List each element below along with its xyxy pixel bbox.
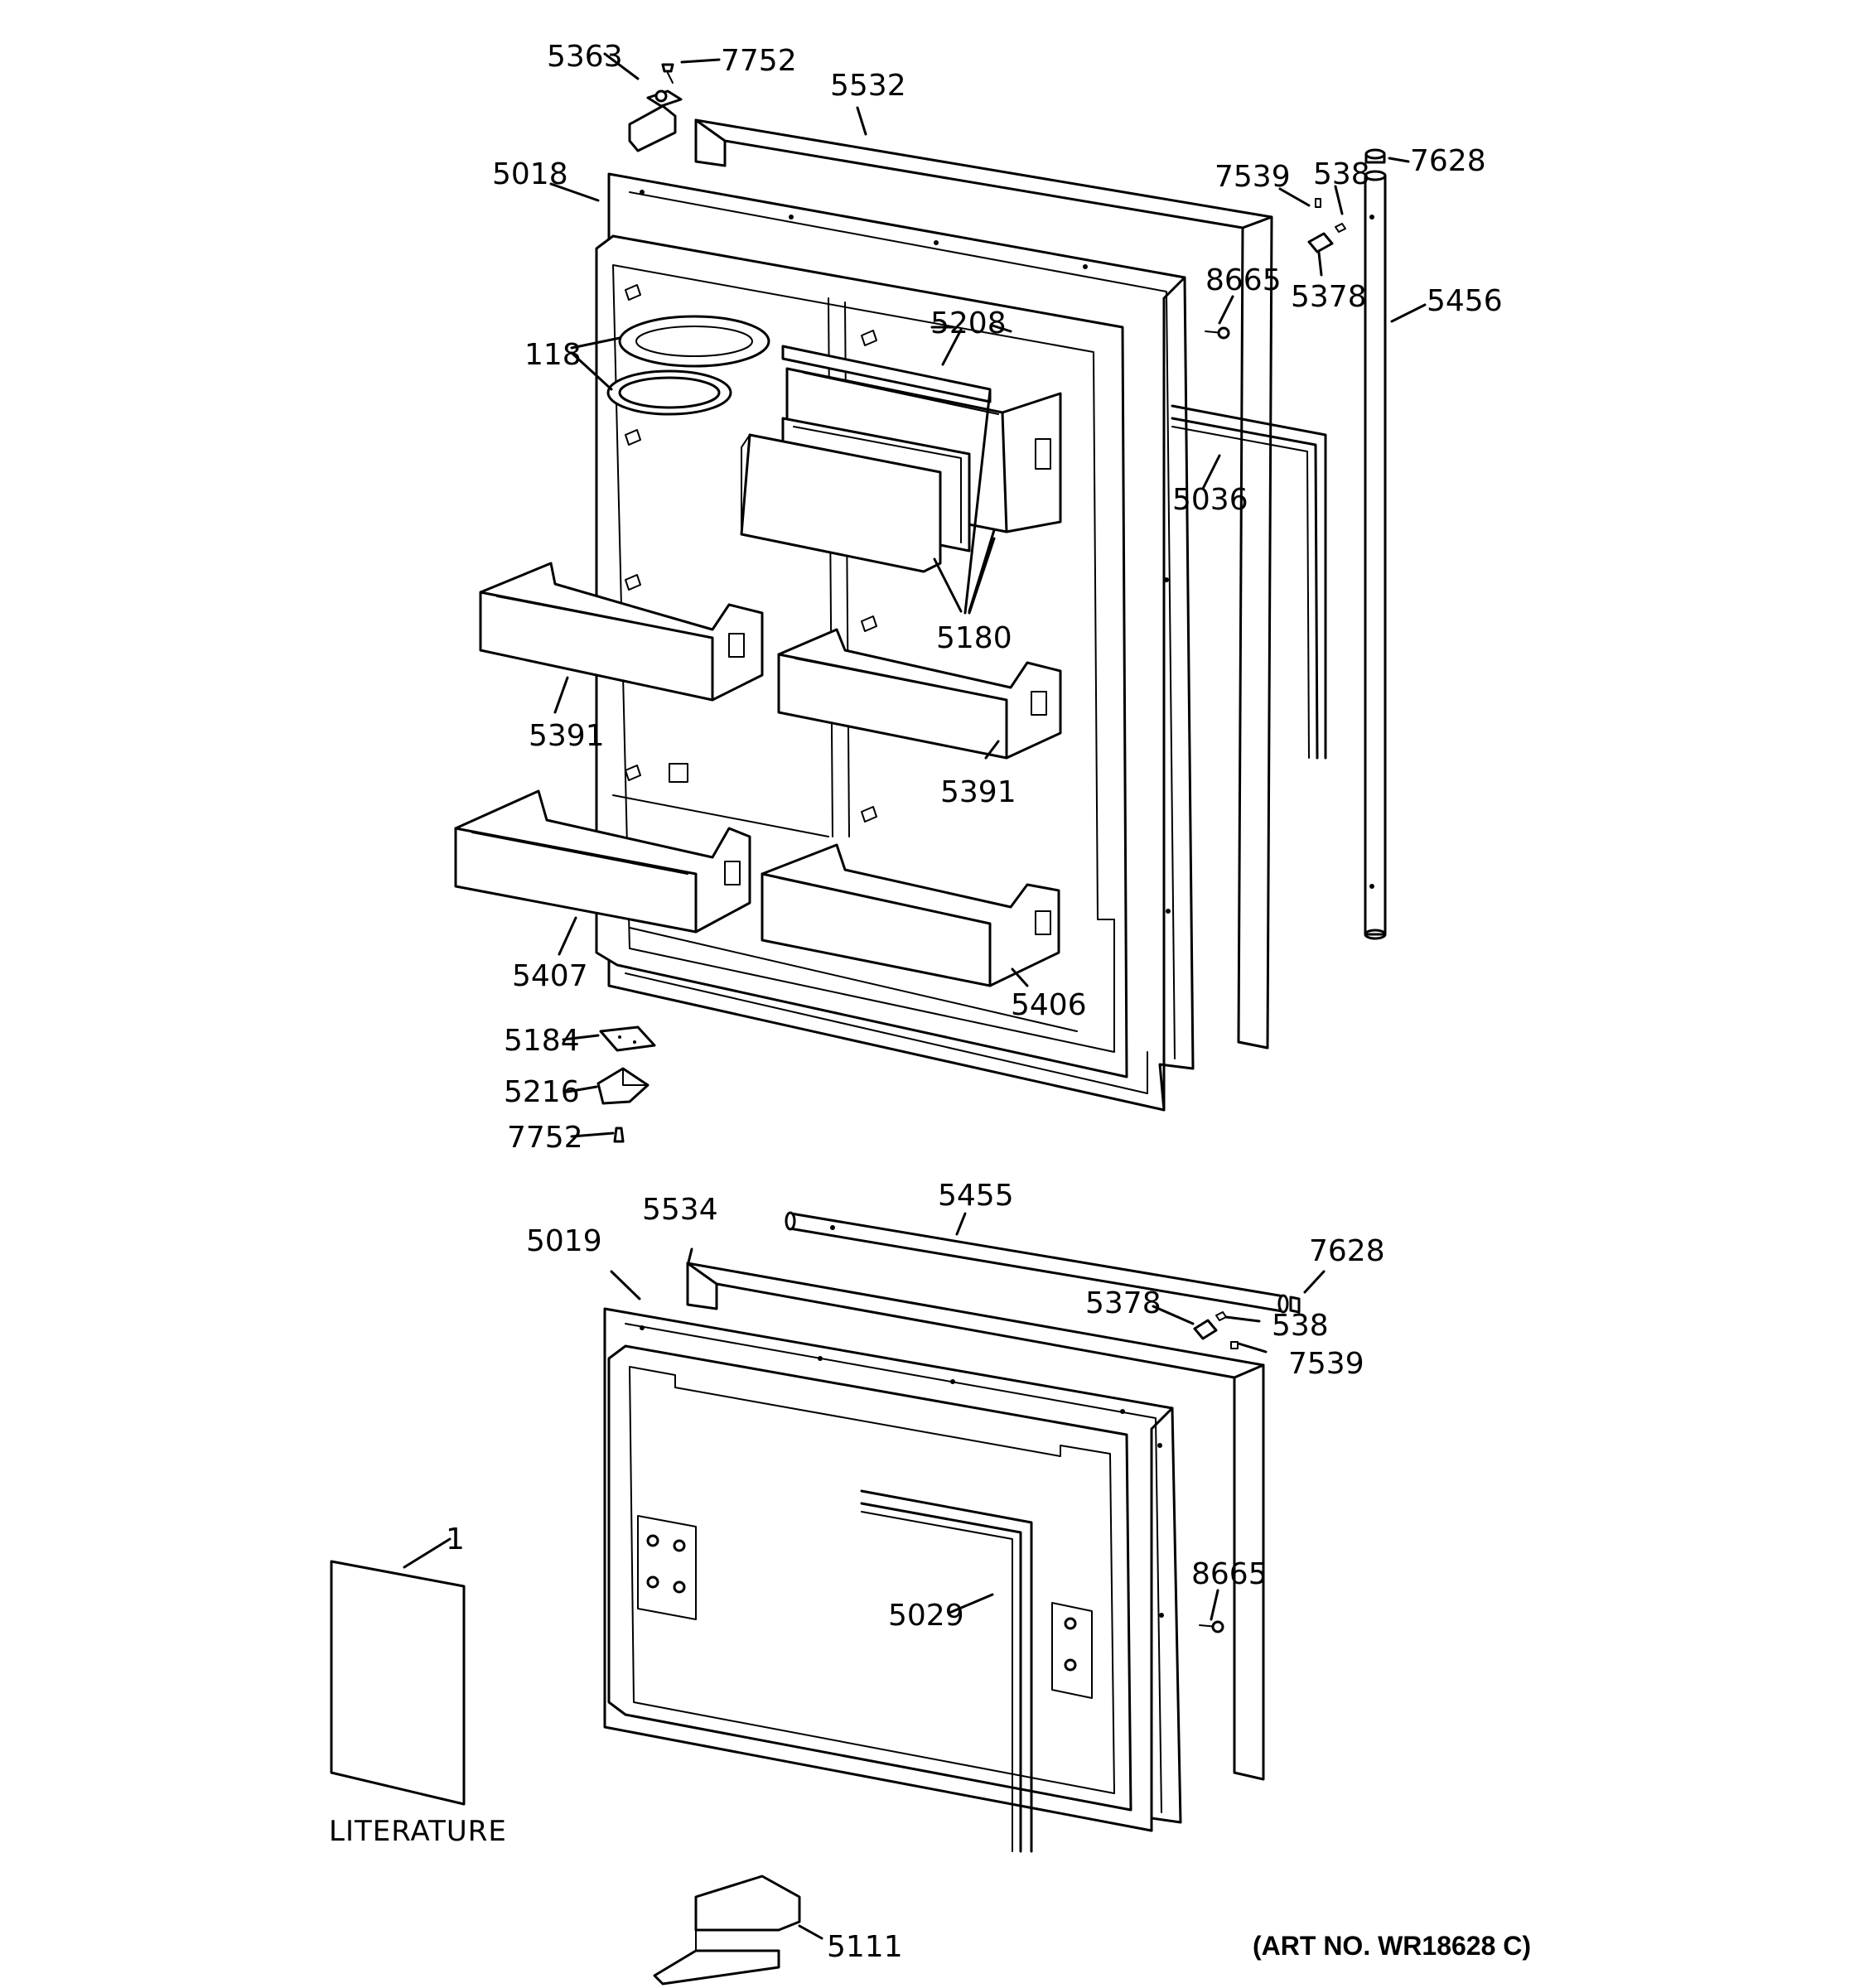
- callout-5406: 5406: [1011, 988, 1087, 1022]
- callout-5363: 5363: [547, 40, 623, 74]
- door-bin-5391-left: [479, 562, 764, 702]
- callout-7539-top: 7539: [1214, 160, 1291, 194]
- callout-538-top: 538: [1313, 157, 1370, 191]
- callout-5111: 5111: [827, 1930, 903, 1964]
- door-liner-5019: [603, 1307, 1182, 1832]
- callout-5532: 5532: [830, 69, 906, 103]
- callout-8665-top: 8665: [1205, 263, 1282, 297]
- trim-118: [606, 315, 770, 416]
- callout-5391-right: 5391: [940, 775, 1017, 809]
- callout-labels: 5363 7752 5532 5018 7539 538 7628 8665 5…: [329, 40, 1531, 1964]
- callout-7752-top: 7752: [721, 44, 797, 78]
- callout-8665-bottom: 8665: [1191, 1557, 1268, 1591]
- callout-7628-top: 7628: [1410, 144, 1486, 178]
- outer-door-panel-5532: [694, 118, 1273, 1049]
- screw-8665-bottom: [1199, 1620, 1224, 1633]
- bracket-5111: [653, 1875, 801, 1986]
- callout-5456: 5456: [1427, 284, 1503, 318]
- cap-7628-top: [1364, 148, 1386, 164]
- callout-5378-top: 5378: [1291, 280, 1367, 314]
- door-bin-5407: [454, 789, 751, 934]
- door-bin-5391-right: [777, 628, 1062, 760]
- lower-hinge-5216: [596, 1067, 650, 1105]
- callout-5036: 5036: [1172, 483, 1248, 517]
- callout-5018: 5018: [492, 157, 568, 191]
- callout-5216: 5216: [504, 1075, 580, 1109]
- callout-5180: 5180: [936, 621, 1012, 655]
- hardware-cluster-top: [1307, 198, 1346, 253]
- door-bin-5406: [761, 843, 1060, 987]
- callout-5029: 5029: [888, 1599, 964, 1633]
- callout-5391-left: 5391: [529, 719, 605, 753]
- callout-5407: 5407: [512, 959, 588, 993]
- outer-door-panel-5534: [686, 1262, 1265, 1781]
- screw-8665-top: [1205, 326, 1230, 340]
- shim-5184: [599, 1025, 656, 1052]
- callout-5455: 5455: [938, 1179, 1014, 1213]
- callout-5208: 5208: [930, 306, 1007, 340]
- art-number: (ART NO. WR18628 C): [1253, 1931, 1531, 1961]
- gasket-5036: [1171, 404, 1327, 760]
- callout-5019: 5019: [526, 1224, 602, 1258]
- top-hinge-5363: [628, 63, 683, 152]
- callout-7752-bottom: 7752: [507, 1121, 583, 1155]
- hinge-rod-5456: [1364, 170, 1387, 940]
- callout-5378-bottom: 5378: [1085, 1286, 1161, 1320]
- callout-7628-bottom: 7628: [1309, 1234, 1385, 1268]
- callout-1: 1: [446, 1522, 465, 1556]
- callout-5184: 5184: [504, 1024, 580, 1058]
- dairy-compartment-5208: [740, 345, 1062, 573]
- literature-booklet: [330, 1560, 466, 1806]
- leader-lines: [403, 52, 1427, 1940]
- gasket-5029: [860, 1489, 1033, 1853]
- callout-5534: 5534: [642, 1193, 718, 1227]
- hinge-rod-5455: [785, 1211, 1289, 1314]
- callout-538-bottom: 538: [1272, 1309, 1329, 1343]
- hardware-cluster-bottom: [1193, 1311, 1239, 1349]
- callout-118: 118: [524, 338, 582, 372]
- screw-7752-bottom: [613, 1127, 625, 1143]
- callout-7539-bottom: 7539: [1288, 1347, 1364, 1381]
- literature-label: LITERATURE: [329, 1815, 507, 1848]
- cap-7628-bottom: [1289, 1296, 1301, 1314]
